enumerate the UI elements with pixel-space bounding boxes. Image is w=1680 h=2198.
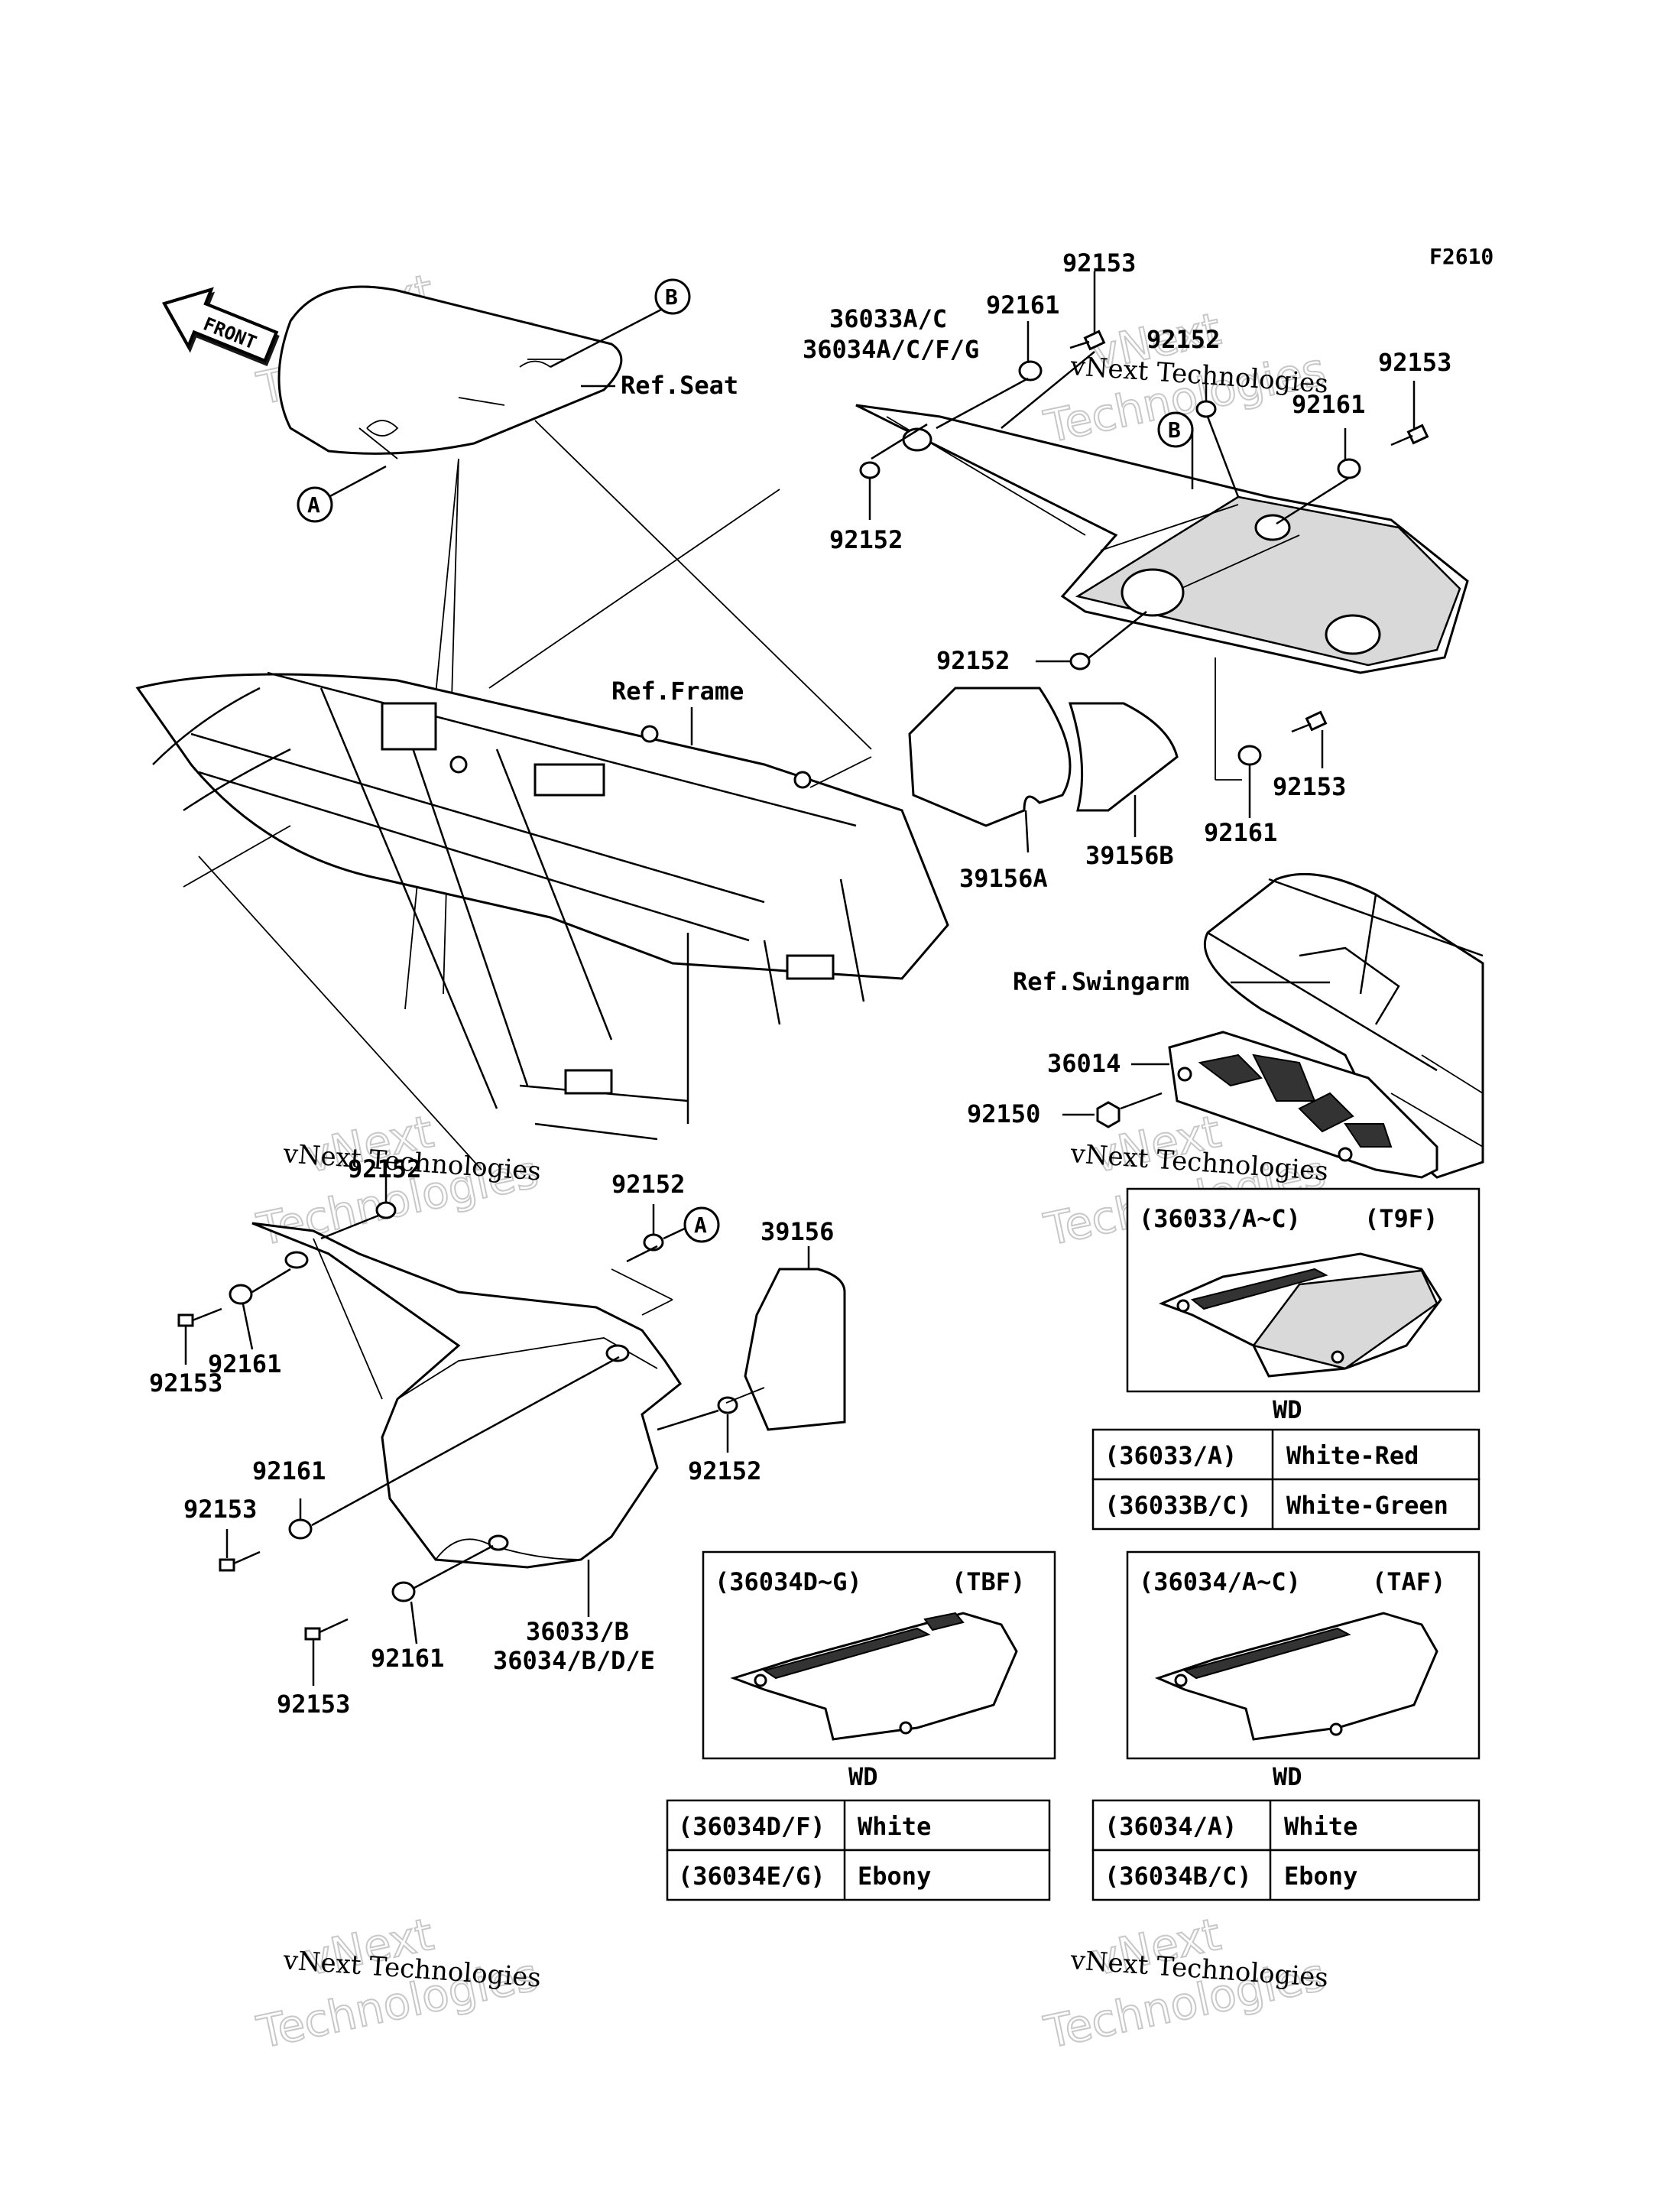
callout-a-label: A [307, 492, 320, 518]
part-label-92152: 92152 [1146, 325, 1220, 354]
inset-code: (36034D~G) [715, 1567, 862, 1596]
chain-guard-36014 [1168, 1031, 1438, 1179]
bolt-icon [177, 1307, 222, 1327]
callout-a-seat: A [297, 465, 387, 523]
washer-icon [1018, 360, 1043, 381]
part-label-36033ac: 36033A/C [829, 304, 947, 333]
table-cell-color: White [858, 1812, 931, 1841]
ref-swingarm-label: Ref.Swingarm [1013, 967, 1189, 996]
part-label-92153: 92153 [277, 1690, 350, 1719]
part-label-36034bde: 36034/B/D/E [493, 1646, 655, 1675]
washer-icon [717, 1396, 738, 1414]
table-cell-code: (36034D/F) [678, 1812, 825, 1841]
callout-a-circle [683, 1206, 720, 1243]
washer-icon [288, 1518, 313, 1540]
bolt-icon [1390, 424, 1429, 446]
washer-icon [1237, 745, 1262, 766]
nut-icon [1096, 1101, 1121, 1128]
part-label-92161: 92161 [208, 1349, 281, 1378]
bolt-icon [219, 1550, 261, 1572]
part-label-36033b: 36033/B [526, 1617, 629, 1646]
right-side-cover [855, 404, 1469, 674]
callout-b-seat: B [550, 278, 691, 368]
bolt-icon [304, 1618, 349, 1641]
part-label-92152: 92152 [688, 1456, 761, 1485]
nut-icon [859, 461, 881, 479]
table-cell-color: Ebony [1284, 1862, 1357, 1891]
part-label-39156b: 39156B [1085, 841, 1174, 870]
part-label-92161: 92161 [1292, 390, 1365, 419]
inset-wd: WD [1273, 1762, 1302, 1791]
table-cell-color: White [1284, 1812, 1357, 1841]
part-label-92161: 92161 [986, 291, 1059, 320]
inset-t9f: (36033/A~C) (T9F) WD [1126, 1187, 1481, 1424]
seat-reference [277, 285, 623, 459]
front-arrow-icon: FRONT [162, 287, 280, 366]
washer-icon [391, 1581, 416, 1602]
heat-shield-39156 [744, 1268, 846, 1431]
part-label-92161: 92161 [252, 1456, 326, 1485]
part-label-92153: 92153 [149, 1368, 222, 1398]
part-label-36034acfg: 36034A/C/F/G [803, 335, 979, 364]
heat-shield-39156b [1068, 702, 1179, 812]
inset-tbf: (36034D~G) (TBF) WD [702, 1550, 1056, 1791]
table-cell-code: (36034E/G) [678, 1862, 825, 1891]
inset-wd: WD [848, 1762, 878, 1791]
color-table-t9f: (36033/A) White-Red (36033B/C) White-Gre… [1091, 1428, 1481, 1531]
inset-tag: (T9F) [1364, 1204, 1438, 1233]
washer-icon [375, 1201, 397, 1219]
inset-tag: (TAF) [1372, 1567, 1445, 1596]
part-label-92161: 92161 [1204, 818, 1277, 847]
part-label-92153: 92153 [1378, 348, 1451, 377]
bolt-icon [1069, 330, 1106, 351]
inset-taf: (36034/A~C) (TAF) WD [1126, 1550, 1481, 1791]
part-label-92150: 92150 [967, 1099, 1040, 1128]
part-label-39156: 39156 [761, 1217, 834, 1246]
part-label-92152: 92152 [936, 646, 1010, 675]
ref-frame-label: Ref.Frame [611, 677, 744, 706]
figure-code: F2610 [1429, 244, 1494, 269]
color-table-tbf: (36034D/F) White (36034E/G) Ebony [666, 1799, 1051, 1901]
table-cell-color: White-Green [1286, 1491, 1448, 1520]
inset-tag: (TBF) [952, 1567, 1025, 1596]
table-cell-code: (36033/A) [1104, 1441, 1237, 1470]
left-side-cover [251, 1222, 683, 1569]
table-cell-code: (36034B/C) [1104, 1862, 1252, 1891]
washer-icon [229, 1284, 253, 1305]
callout-b-label: B [665, 284, 678, 310]
inset-code: (36034/A~C) [1139, 1567, 1301, 1596]
part-label-92152: 92152 [348, 1154, 421, 1183]
frame-reference [135, 671, 949, 1141]
ref-seat-label: Ref.Seat [621, 371, 738, 400]
color-table-taf: (36034/A) White (36034B/C) Ebony [1091, 1799, 1481, 1901]
table-cell-code: (36034/A) [1104, 1812, 1237, 1841]
heat-shield-39156a [908, 687, 1072, 827]
table-cell-color: Ebony [858, 1862, 931, 1891]
nut-icon [1195, 400, 1217, 418]
inset-wd: WD [1273, 1395, 1302, 1424]
table-cell-color: White-Red [1286, 1441, 1419, 1470]
bolt-icon [1291, 710, 1328, 733]
part-label-92161: 92161 [371, 1644, 444, 1673]
part-label-92152: 92152 [611, 1170, 685, 1199]
callout-b-label: B [1168, 417, 1181, 443]
part-label-92152: 92152 [829, 525, 903, 554]
nut-icon [1069, 652, 1091, 670]
table-cell-code: (36033B/C) [1104, 1491, 1252, 1520]
part-label-39156a: 39156A [959, 864, 1048, 893]
callout-a-label: A [694, 1213, 707, 1238]
inset-code: (36033/A~C) [1139, 1204, 1301, 1233]
washer-icon [1337, 458, 1361, 479]
callout-b-circle [1157, 411, 1194, 448]
part-label-92153: 92153 [1062, 248, 1136, 278]
part-label-92153: 92153 [1273, 772, 1346, 801]
part-label-36014: 36014 [1047, 1049, 1121, 1078]
part-label-92153: 92153 [183, 1495, 257, 1524]
